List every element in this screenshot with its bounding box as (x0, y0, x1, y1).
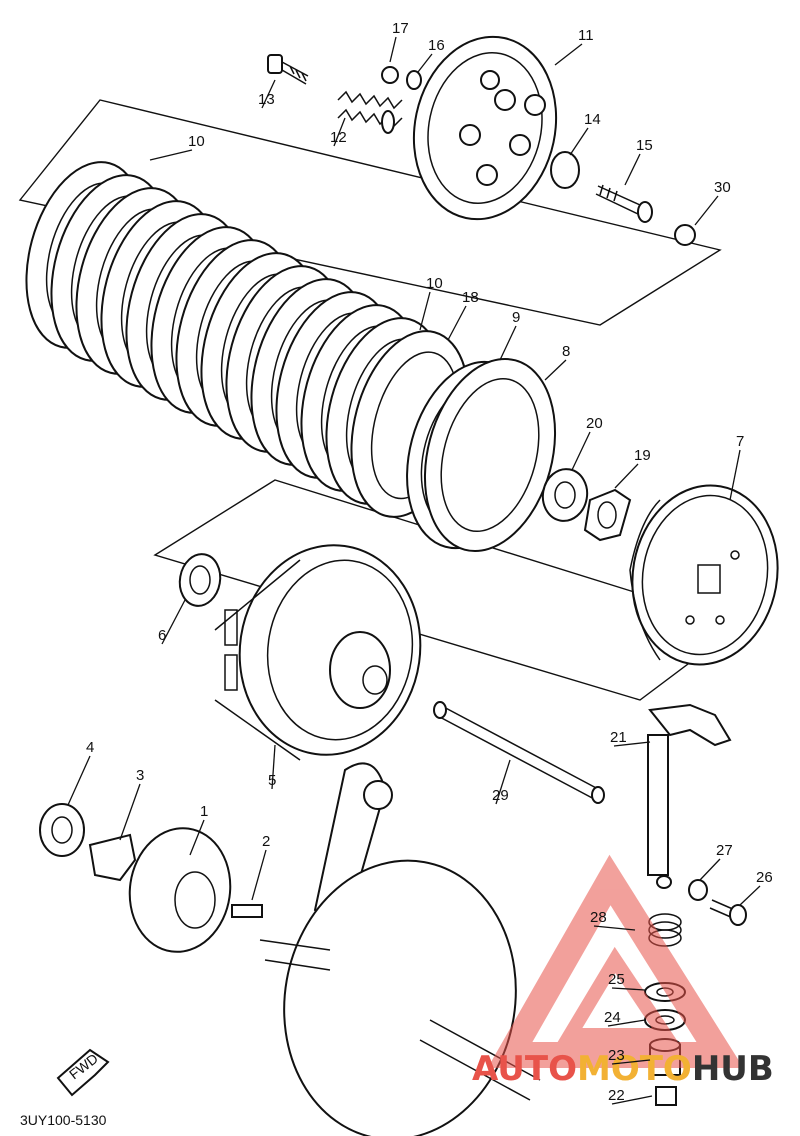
clutch-plates-group-frame (18, 99, 722, 326)
callout-leader (571, 431, 591, 471)
callout-number: 27 (716, 842, 733, 859)
callout-leader (544, 359, 567, 381)
watermark-auto: AUTO (472, 1049, 577, 1089)
callout-number: 13 (258, 91, 275, 108)
callout-leader (189, 819, 205, 856)
callout-number: 10 (188, 133, 205, 150)
callout-number: 24 (604, 1009, 621, 1026)
plate-8 (423, 357, 557, 553)
callout-number: 4 (86, 739, 94, 756)
callout-number: 19 (634, 447, 651, 464)
callout-number: 11 (578, 27, 594, 44)
bearing-14 (550, 151, 580, 189)
ball-30 (674, 224, 696, 246)
callout-leader (739, 885, 761, 906)
callout-leader (161, 599, 186, 645)
callout-number: 2 (262, 833, 270, 850)
callout-number: 1 (200, 803, 208, 820)
callout-number: 10 (426, 275, 443, 292)
nut-4 (39, 803, 85, 857)
callout-leader (593, 925, 636, 931)
callout-number: 29 (492, 787, 509, 804)
clutch-plate-stack (25, 161, 470, 518)
callout-leader (607, 1019, 646, 1027)
push-lever-shaft-21 (647, 703, 732, 889)
callout-leader (419, 291, 431, 331)
bolt-26 (709, 899, 747, 926)
callout-leader (611, 1095, 653, 1105)
lock-washer-3 (88, 833, 137, 882)
push-rod-15 (595, 184, 653, 223)
crankshaft (259, 762, 541, 1136)
washer-16 (406, 70, 422, 90)
callout-leader (417, 53, 433, 73)
callout-number: 23 (608, 1047, 625, 1064)
lock-washer-19 (583, 488, 632, 542)
watermark-triangle-inner (557, 946, 679, 1042)
callout-number: 28 (590, 909, 607, 926)
nut-17 (381, 66, 399, 84)
callout-number: 26 (756, 869, 773, 886)
callout-number: 7 (736, 433, 744, 450)
collar-22 (655, 1086, 677, 1106)
callout-number: 14 (584, 111, 601, 128)
automotohub-watermark (487, 854, 744, 1068)
callout-leader (333, 117, 346, 147)
callout-leader (613, 741, 651, 747)
callout-number: 20 (586, 415, 603, 432)
washer-27 (688, 879, 708, 901)
callout-leader (447, 305, 467, 341)
callout-number: 9 (512, 309, 520, 326)
clutch-spring (337, 90, 403, 134)
callout-number: 25 (608, 971, 625, 988)
callout-leader (261, 79, 276, 109)
clutch-boss-7 (629, 484, 779, 666)
callout-leader (271, 744, 276, 790)
callout-leader (614, 463, 639, 489)
callout-number: 12 (330, 129, 347, 146)
nut-20 (541, 468, 589, 522)
callout-number: 15 (636, 137, 653, 154)
callout-number: 17 (392, 20, 409, 37)
callout-labels: 1234567891010111213141516171819202122232… (67, 20, 773, 1105)
callout-leader (611, 987, 646, 991)
watermark-hub: HUB (692, 1049, 774, 1089)
bolt-13 (267, 54, 309, 85)
watermark-text: AUTOMOTOHUB (472, 1049, 774, 1089)
clutch-housing-5 (214, 544, 422, 761)
callout-leader (569, 127, 589, 156)
watermark-moto: MOTO (577, 1049, 692, 1089)
callout-number: 30 (714, 179, 731, 196)
callout-number: 8 (562, 343, 570, 360)
callout-leader (389, 36, 397, 63)
callout-leader (251, 849, 267, 901)
watermark-triangle-outer (487, 854, 744, 1068)
callout-number: 6 (158, 627, 166, 644)
callout-leader (149, 149, 193, 161)
callout-number: 3 (136, 767, 144, 784)
pressure-plate (412, 35, 558, 221)
callout-leader (729, 449, 741, 501)
callout-number: 16 (428, 37, 445, 54)
callout-leader (624, 153, 641, 186)
circlip-6 (178, 553, 222, 607)
key-2 (231, 904, 263, 918)
callout-leader (495, 759, 511, 805)
callout-leader (554, 43, 583, 66)
primary-drive-gear-1 (128, 827, 232, 953)
callout-number: 22 (608, 1087, 625, 1104)
part-code: 3UY100-5130 (20, 1112, 107, 1128)
fwd-arrow: FWD (56, 1048, 110, 1097)
callout-number: 5 (268, 772, 276, 789)
callout-leader (499, 325, 517, 361)
push-rod-29 (433, 701, 605, 804)
callout-leader (699, 858, 721, 881)
callout-leader (67, 755, 91, 806)
callout-number: 18 (462, 289, 479, 306)
callout-leader (611, 1059, 651, 1065)
callout-leader (694, 195, 719, 226)
callout-number: 21 (610, 729, 627, 746)
callout-leader (119, 783, 141, 841)
